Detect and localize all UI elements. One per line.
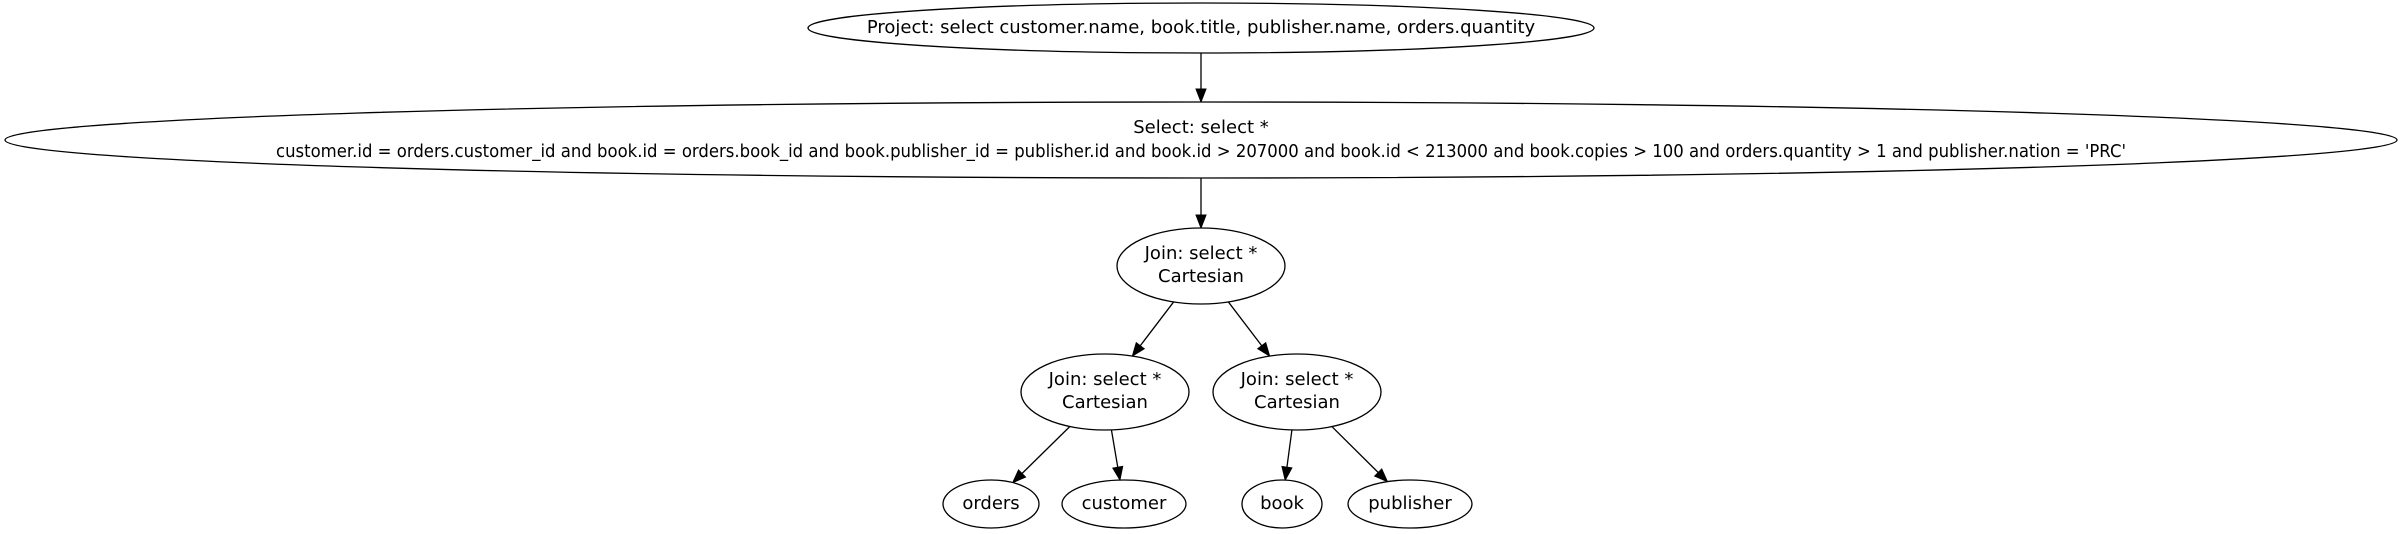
node-publisher-label: publisher (1368, 493, 1452, 514)
edge-join_root-to-join_left (1131, 301, 1175, 358)
node-join-left-type: Cartesian (1062, 392, 1148, 413)
edge-project-to-select (1195, 53, 1207, 104)
edge-join_left-to-orders (1011, 426, 1071, 484)
arrowhead (1373, 468, 1389, 483)
arrowhead (1195, 214, 1207, 230)
edge-join_right-to-publisher (1331, 426, 1389, 483)
edge-line (1021, 426, 1071, 474)
node-join-right-type: Cartesian (1254, 392, 1340, 413)
node-book-label: book (1260, 493, 1304, 514)
node-join-root-title: Join: select * (1144, 243, 1258, 264)
node-orders: orders (942, 479, 1040, 529)
node-join-root: Join: select * Cartesian (1116, 227, 1286, 305)
node-publisher: publisher (1347, 479, 1473, 529)
edge-join_right-to-book (1281, 429, 1293, 482)
edge-line (1227, 301, 1263, 347)
arrowhead (1281, 465, 1293, 482)
node-select-title: Select: select * (1133, 117, 1269, 138)
arrowhead (1131, 341, 1146, 358)
node-customer-label: customer (1082, 493, 1167, 514)
node-join-right: Join: select * Cartesian (1212, 353, 1382, 431)
edge-line (1139, 301, 1175, 347)
arrowhead (1256, 341, 1271, 358)
node-orders-label: orders (962, 493, 1019, 514)
node-join-left-title: Join: select * (1048, 369, 1162, 390)
arrowhead (1195, 88, 1207, 104)
edges (1011, 53, 1389, 484)
node-join-right-title: Join: select * (1240, 369, 1354, 390)
edge-join_root-to-join_right (1227, 301, 1271, 358)
edge-line (1286, 429, 1293, 468)
node-select-predicate: customer.id = orders.customer_id and boo… (276, 141, 2126, 162)
node-join-left: Join: select * Cartesian (1020, 353, 1190, 431)
arrowhead (1011, 469, 1027, 484)
node-book: book (1241, 479, 1323, 529)
node-customer: customer (1061, 479, 1187, 529)
edge-line (1331, 426, 1379, 473)
edge-join_left-to-customer (1110, 429, 1124, 482)
arrowhead (1112, 465, 1124, 482)
node-join-root-type: Cartesian (1158, 266, 1244, 287)
node-project-label: Project: select customer.name, book.titl… (867, 17, 1536, 38)
node-project: Project: select customer.name, book.titl… (807, 2, 1595, 54)
edge-select-to-join_root (1195, 178, 1207, 230)
node-select: Select: select * customer.id = orders.cu… (4, 101, 2398, 179)
edge-line (1110, 429, 1119, 468)
